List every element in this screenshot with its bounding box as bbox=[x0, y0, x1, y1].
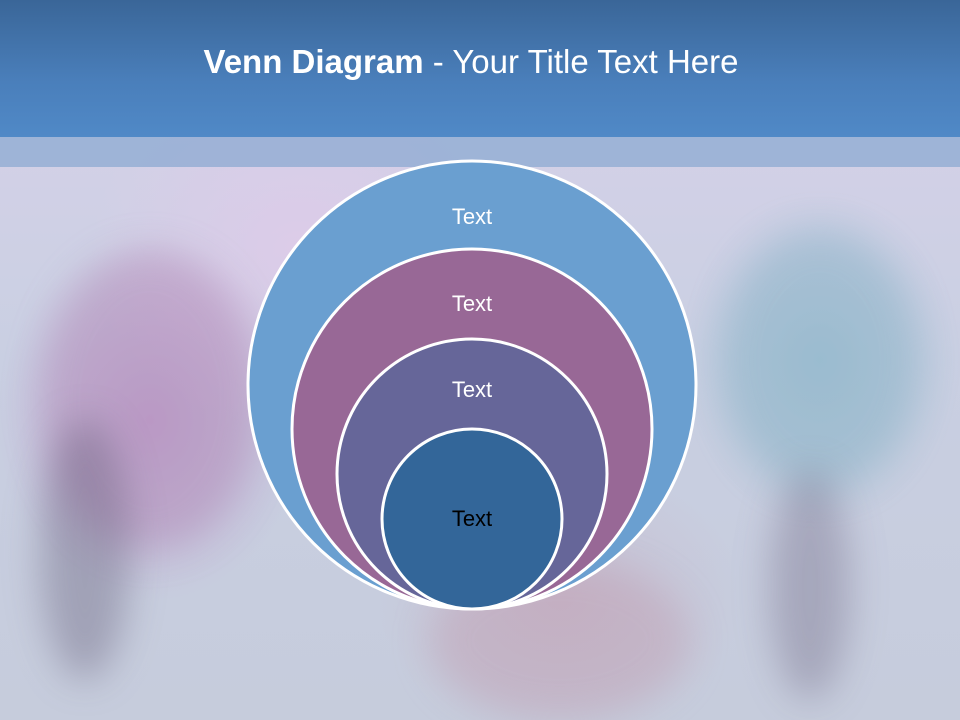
venn-label-second: Text bbox=[452, 291, 492, 316]
background-blur-figure-left bbox=[40, 250, 260, 550]
venn-label-inner: Text bbox=[452, 506, 492, 531]
venn-label-outer: Text bbox=[452, 204, 492, 229]
venn-label-third: Text bbox=[452, 377, 492, 402]
venn-circle-inner[interactable] bbox=[380, 427, 564, 611]
background-blur-bottle-right bbox=[770, 470, 850, 700]
background-blur-bottle-left bbox=[40, 420, 130, 680]
background-blur-figure-right bbox=[720, 230, 920, 490]
slide-title-rest: - Your Title Text Here bbox=[423, 43, 739, 80]
slide-title-bold: Venn Diagram bbox=[203, 43, 424, 80]
title-bar bbox=[0, 0, 960, 137]
slide-title: Venn Diagram - Your Title Text Here bbox=[0, 40, 942, 84]
